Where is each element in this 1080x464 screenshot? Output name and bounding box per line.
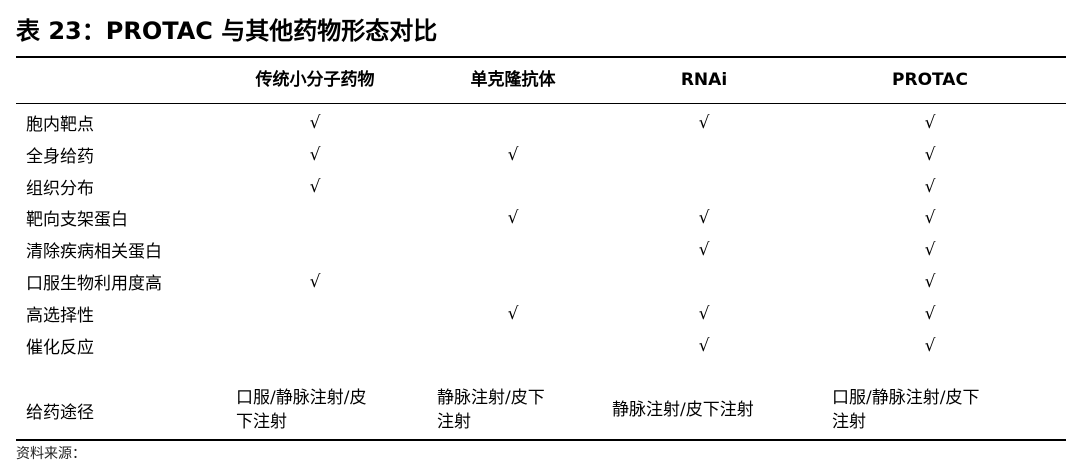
empty-cell (483, 107, 543, 138)
route-line: 口服/静脉注射/皮下 (832, 388, 980, 408)
source-note: 资料来源： (16, 446, 86, 462)
row-label: 给药途径 (26, 402, 94, 423)
route-line: 静脉注射/皮下 (437, 388, 545, 408)
check-mark: √ (924, 303, 936, 324)
check-mark: √ (309, 112, 321, 133)
empty-cell (285, 234, 345, 265)
row-label: 胞内靶点 (26, 115, 94, 135)
bottom-rule (16, 439, 1066, 441)
check-mark: √ (507, 207, 519, 228)
table-row: 组织分布 √ √ (16, 171, 1066, 202)
check-mark: √ (309, 176, 321, 197)
empty-cell (483, 266, 543, 297)
row-label: 组织分布 (26, 179, 94, 199)
column-header-4: PROTAC (892, 70, 968, 90)
check-mark: √ (924, 239, 936, 260)
row-label: 催化反应 (26, 338, 94, 358)
check-mark: √ (507, 303, 519, 324)
table-row: 胞内靶点 √ √ √ (16, 107, 1066, 138)
check-mark: √ (924, 176, 936, 197)
route-line: 下注射 (236, 412, 287, 432)
check-mark: √ (698, 239, 710, 260)
table-row: 清除疾病相关蛋白 √ √ (16, 234, 1066, 265)
table-row: 靶向支架蛋白 √ √ √ (16, 202, 1066, 233)
route-cell: 静脉注射/皮下注射 (437, 382, 637, 438)
table-row: 口服生物利用度高 √ √ (16, 266, 1066, 297)
route-cell: 口服/静脉注射/皮下注射 (236, 382, 436, 438)
check-mark: √ (698, 112, 710, 133)
row-label: 靶向支架蛋白 (26, 210, 128, 230)
check-mark: √ (924, 335, 936, 356)
route-cell: 口服/静脉注射/皮下注射 (832, 382, 1032, 438)
route-line: 口服/静脉注射/皮 (236, 388, 367, 408)
empty-cell (674, 171, 734, 202)
check-mark: √ (309, 271, 321, 292)
check-mark: √ (924, 271, 936, 292)
route-line: 注射 (832, 412, 866, 432)
check-mark: √ (507, 144, 519, 165)
check-mark: √ (698, 207, 710, 228)
check-mark: √ (924, 112, 936, 133)
empty-cell (674, 266, 734, 297)
check-mark: √ (924, 144, 936, 165)
table-row: 催化反应 √ √ (16, 330, 1066, 361)
empty-cell (285, 202, 345, 233)
route-line: 静脉注射/皮下注射 (612, 400, 754, 420)
row-label: 高选择性 (26, 306, 94, 326)
empty-cell (674, 139, 734, 170)
column-header-3: RNAi (680, 70, 728, 90)
column-header-2: 单克隆抗体 (470, 70, 556, 90)
check-mark: √ (924, 207, 936, 228)
row-label: 全身给药 (26, 147, 94, 167)
row-label: 清除疾病相关蛋白 (26, 242, 162, 262)
route-cell: 静脉注射/皮下注射 (612, 382, 812, 438)
check-mark: √ (698, 303, 710, 324)
table-header: 传统小分子药物 单克隆抗体 RNAi PROTAC (16, 58, 1066, 103)
route-line: 注射 (437, 412, 471, 432)
table-row: 高选择性 √ √ √ (16, 298, 1066, 329)
top-rule (16, 56, 1066, 58)
empty-cell (483, 330, 543, 361)
empty-cell (483, 234, 543, 265)
row-label: 口服生物利用度高 (26, 274, 162, 294)
header-rule (16, 103, 1066, 104)
column-header-1: 传统小分子药物 (255, 70, 375, 90)
empty-cell (285, 298, 345, 329)
empty-cell (483, 171, 543, 202)
check-mark: √ (698, 335, 710, 356)
empty-cell (285, 330, 345, 361)
check-mark: √ (309, 144, 321, 165)
table-title: 表 23：PROTAC 与其他药物形态对比 (16, 17, 438, 45)
table-row-route: 给药途径口服/静脉注射/皮下注射静脉注射/皮下注射静脉注射/皮下注射口服/静脉注… (16, 382, 1066, 438)
table-row: 全身给药 √ √ √ (16, 139, 1066, 170)
